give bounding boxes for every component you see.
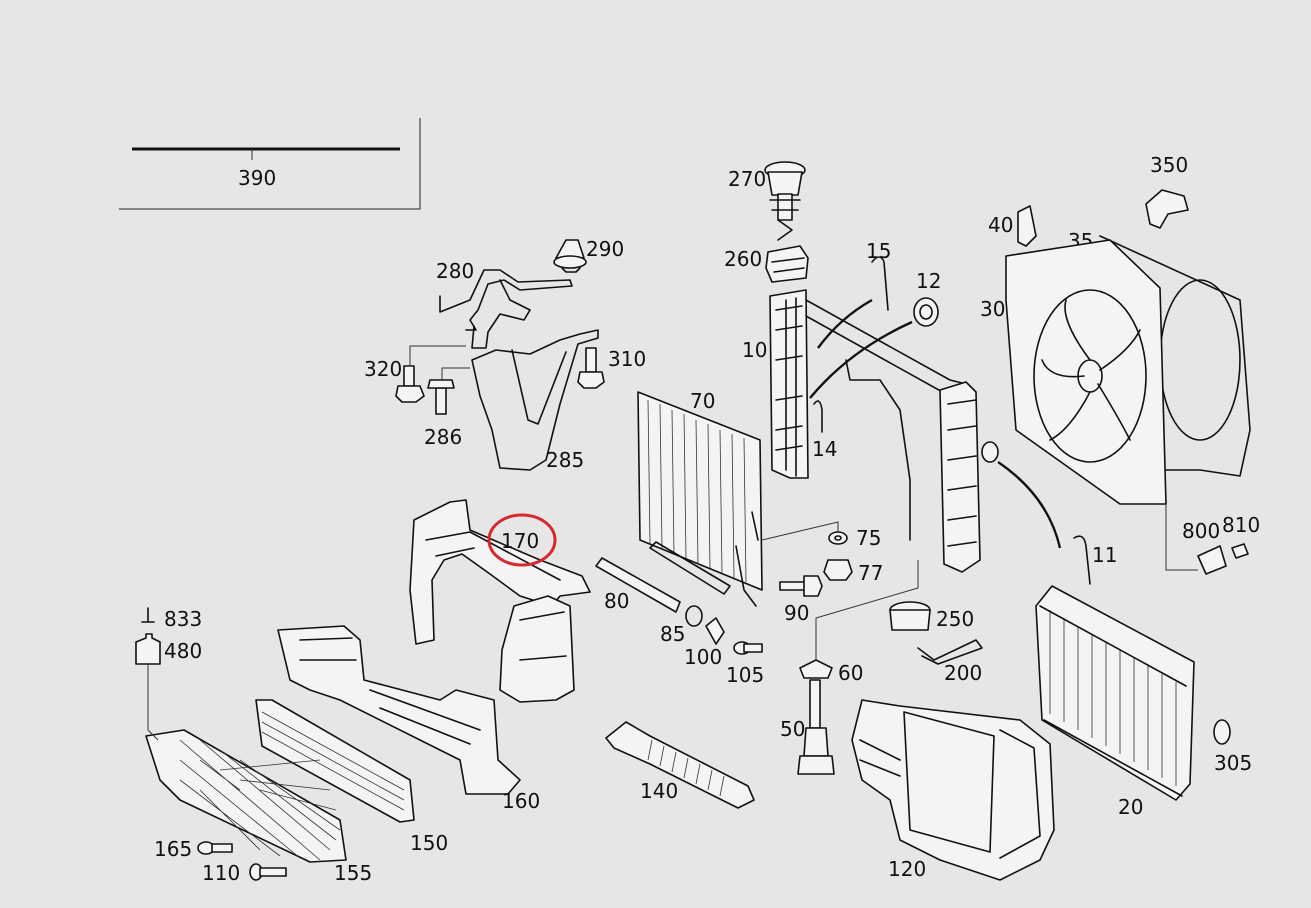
inset-390 xyxy=(119,118,421,210)
part-80-dryer[interactable] xyxy=(595,541,731,613)
part-120-shroud[interactable] xyxy=(851,699,1055,881)
part-105-screw[interactable] xyxy=(733,641,763,655)
callout-305[interactable]: 305 xyxy=(1214,751,1252,775)
callout-170[interactable]: 170 xyxy=(501,529,539,553)
callout-30[interactable]: 30 xyxy=(980,297,1005,321)
callout-100[interactable]: 100 xyxy=(684,645,722,669)
callout-77[interactable]: 77 xyxy=(858,561,883,585)
callout-165[interactable]: 165 xyxy=(154,837,192,861)
callout-75[interactable]: 75 xyxy=(856,526,881,550)
part-290-rubber-mount[interactable] xyxy=(553,239,587,273)
part-285-bracket[interactable] xyxy=(471,329,599,471)
callout-150[interactable]: 150 xyxy=(410,831,448,855)
callout-14[interactable]: 14 xyxy=(812,437,837,461)
part-14-clip[interactable] xyxy=(813,400,823,433)
part-800-connector[interactable] xyxy=(1165,504,1227,575)
part-480-sensor[interactable] xyxy=(135,633,161,741)
part-250-cap[interactable] xyxy=(889,601,931,631)
part-11-clip[interactable] xyxy=(1073,535,1091,585)
part-12-cap[interactable] xyxy=(913,297,939,327)
callout-155[interactable]: 155 xyxy=(334,861,372,885)
callout-90[interactable]: 90 xyxy=(784,601,809,625)
callout-320[interactable]: 320 xyxy=(364,357,402,381)
part-70-condenser[interactable] xyxy=(637,391,763,607)
part-10-radiator[interactable] xyxy=(769,289,967,541)
arrow-11 xyxy=(997,461,1062,549)
callout-250[interactable]: 250 xyxy=(936,607,974,631)
part-75-washer[interactable] xyxy=(828,531,848,545)
arrow-12 xyxy=(809,320,913,399)
callout-12[interactable]: 12 xyxy=(916,269,941,293)
callout-10[interactable]: 10 xyxy=(742,338,767,362)
callout-105[interactable]: 105 xyxy=(726,663,764,687)
part-270-clip[interactable] xyxy=(764,161,806,241)
part-165-clip[interactable] xyxy=(197,841,233,855)
callout-290[interactable]: 290 xyxy=(586,237,624,261)
part-60-cap[interactable] xyxy=(799,659,833,679)
arrow-15 xyxy=(817,298,873,349)
callout-85[interactable]: 85 xyxy=(660,622,685,646)
part-260-mount[interactable] xyxy=(765,245,809,283)
callout-310[interactable]: 310 xyxy=(608,347,646,371)
callout-286[interactable]: 286 xyxy=(424,425,462,449)
leader-75 xyxy=(761,521,839,541)
part-30-fan[interactable] xyxy=(1005,239,1167,505)
callout-40[interactable]: 40 xyxy=(988,213,1013,237)
part-40-bracket[interactable] xyxy=(1017,205,1037,247)
part-200-bracket[interactable] xyxy=(917,639,983,665)
part-77-nut[interactable] xyxy=(823,559,853,581)
callout-480[interactable]: 480 xyxy=(164,639,202,663)
part-140-grille-strip[interactable] xyxy=(605,721,755,809)
part-85-oring[interactable] xyxy=(685,605,703,627)
part-160-air-guide[interactable] xyxy=(277,625,521,795)
part-15-clip[interactable] xyxy=(871,256,889,311)
part-320-bolt[interactable] xyxy=(395,345,466,403)
part-305-clip[interactable] xyxy=(1213,719,1231,745)
callout-140[interactable]: 140 xyxy=(640,779,678,803)
callout-200[interactable]: 200 xyxy=(944,661,982,685)
callout-120[interactable]: 120 xyxy=(888,857,926,881)
callout-60[interactable]: 60 xyxy=(838,661,863,685)
callout-160[interactable]: 160 xyxy=(502,789,540,813)
part-310-bolt[interactable] xyxy=(577,347,605,389)
part-155-grille[interactable] xyxy=(145,729,347,863)
callout-15[interactable]: 15 xyxy=(866,239,891,263)
highlight-circle-170 xyxy=(487,513,557,567)
part-90-bolt[interactable] xyxy=(779,575,823,597)
callout-285[interactable]: 285 xyxy=(546,448,584,472)
part-810-plug[interactable] xyxy=(1231,543,1249,559)
callout-80[interactable]: 80 xyxy=(604,589,629,613)
callout-110[interactable]: 110 xyxy=(202,861,240,885)
callout-20[interactable]: 20 xyxy=(1118,795,1143,819)
callout-350[interactable]: 350 xyxy=(1150,153,1188,177)
callout-270[interactable]: 270 xyxy=(728,167,766,191)
callout-70[interactable]: 70 xyxy=(690,389,715,413)
part-170-side-duct[interactable] xyxy=(499,595,575,703)
part-radiator-right-tank[interactable] xyxy=(939,381,999,573)
part-20-cooler[interactable] xyxy=(1035,585,1195,801)
part-110-screw[interactable] xyxy=(249,863,287,881)
callout-11[interactable]: 11 xyxy=(1092,543,1117,567)
part-50-drain-plug[interactable] xyxy=(797,679,835,775)
part-833-pin[interactable] xyxy=(141,607,155,623)
callout-810[interactable]: 810 xyxy=(1222,513,1260,537)
part-280-bracket[interactable] xyxy=(439,269,573,349)
part-350-clip[interactable] xyxy=(1145,189,1189,229)
callout-280[interactable]: 280 xyxy=(436,259,474,283)
callout-833[interactable]: 833 xyxy=(164,607,202,631)
part-286-bolt[interactable] xyxy=(427,367,470,415)
part-100-clamp[interactable] xyxy=(705,617,725,645)
callout-390[interactable]: 390 xyxy=(238,166,276,190)
callout-50[interactable]: 50 xyxy=(780,717,805,741)
callout-800[interactable]: 800 xyxy=(1182,519,1220,543)
leader-60 xyxy=(815,560,919,660)
callout-260[interactable]: 260 xyxy=(724,247,762,271)
part-150-cooler[interactable] xyxy=(255,699,415,823)
